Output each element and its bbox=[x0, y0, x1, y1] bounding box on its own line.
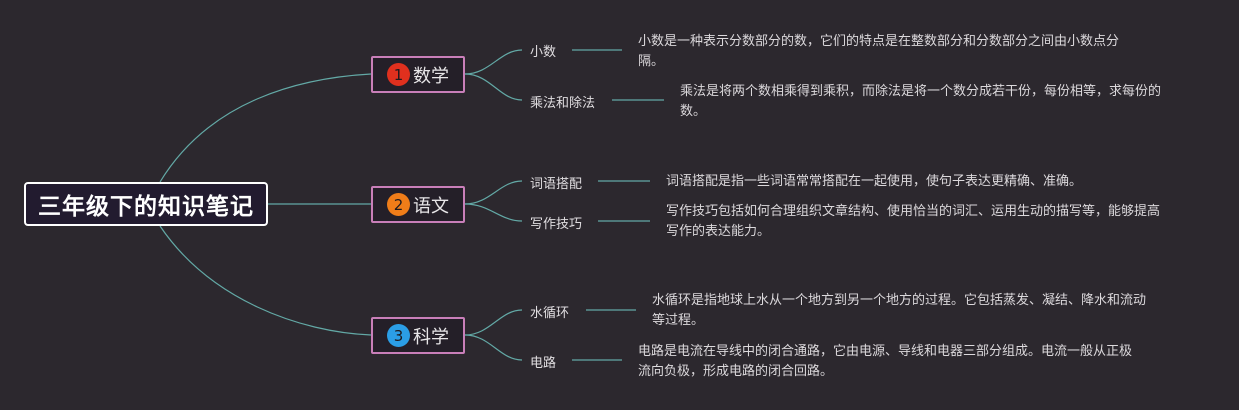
root-title-text: 三年级下的知识笔记 bbox=[38, 194, 254, 220]
topic-node-multiplication-division[interactable]: 乘法和除法 bbox=[530, 96, 596, 111]
connector-science-circuit bbox=[464, 334, 523, 361]
number-badge-2: 2 bbox=[387, 193, 410, 216]
description-multiplication-division: 乘法是将两个数相乘得到乘积，而除法是将一个数分成若干份，每份相等，求每份的数。 bbox=[680, 84, 1162, 119]
branch-label-chinese: 语文 bbox=[413, 195, 449, 217]
description-writing-skills: 写作技巧包括如何合理组织文章结构、使用恰当的词汇、运用生动的描写等，能够提高写作… bbox=[666, 204, 1161, 239]
connector-math-muldiv bbox=[464, 73, 523, 101]
connector-chinese-collocation bbox=[464, 180, 523, 205]
description-water-cycle: 水循环是指地球上水从一个地方到另一个地方的过程。它包括蒸发、凝结、降水和流动等过… bbox=[652, 293, 1147, 328]
topic-node-writing-skills[interactable]: 写作技巧 bbox=[530, 217, 583, 232]
topic-node-word-collocation[interactable]: 词语搭配 bbox=[530, 177, 583, 192]
branch-node-chinese[interactable]: 2 语文 bbox=[371, 186, 465, 223]
branch-node-science[interactable]: 3 科学 bbox=[371, 317, 465, 354]
description-circuit: 电路是电流在导线中的闭合通路，它由电源、导线和电器三部分组成。电流一般从正极流向… bbox=[638, 344, 1133, 379]
number-badge-3: 3 bbox=[387, 324, 410, 347]
connector-science-water bbox=[464, 309, 523, 336]
connector-chinese-writing bbox=[464, 203, 523, 222]
number-badge-1: 1 bbox=[387, 63, 410, 86]
connector-root-science bbox=[159, 225, 372, 336]
topic-node-decimal[interactable]: 小数 bbox=[530, 45, 557, 60]
topic-node-circuit[interactable]: 电路 bbox=[530, 356, 557, 371]
connector-root-math bbox=[159, 73, 372, 183]
root-node-title[interactable]: 三年级下的知识笔记 bbox=[24, 182, 268, 226]
branch-node-math[interactable]: 1 数学 bbox=[371, 56, 465, 93]
branch-label-science: 科学 bbox=[413, 326, 449, 348]
topic-node-water-cycle[interactable]: 水循环 bbox=[530, 306, 570, 321]
description-decimal: 小数是一种表示分数部分的数，它们的特点是在整数部分和分数部分之间由小数点分隔。 bbox=[638, 34, 1120, 69]
connector-math-decimal bbox=[464, 49, 523, 75]
branch-label-math: 数学 bbox=[413, 65, 449, 87]
description-word-collocation: 词语搭配是指一些词语常常搭配在一起使用，使句子表达更精确、准确。 bbox=[666, 174, 1083, 189]
